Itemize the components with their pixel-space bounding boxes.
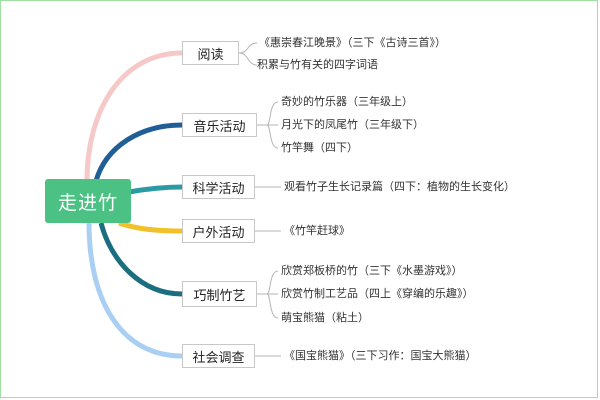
leaf-connector	[266, 270, 279, 295]
branch-curve-science	[128, 184, 183, 195]
leaf-outdoor-1[interactable]: 《竹竿赶球》	[284, 224, 350, 237]
leaf-craft-1[interactable]: 欣赏郑板桥的竹（三下《水墨游戏》）	[281, 264, 463, 277]
leaf-connector	[238, 42, 258, 54]
leaf-connector	[266, 101, 279, 126]
root-node[interactable]: 走进竹	[45, 179, 131, 223]
leaf-craft-2[interactable]: 欣赏竹制工艺品（四上《穿编的乐趣》）	[281, 287, 474, 300]
leaf-connector	[266, 293, 279, 319]
branch-node-survey[interactable]: 社会调查	[182, 344, 255, 368]
leaf-survey-1[interactable]: 《国宝熊猫》（三下习作：国宝大熊猫）	[284, 349, 477, 362]
branch-curve-outdoor	[118, 220, 183, 234]
leaf-science-1[interactable]: 观看竹子生长记录篇（四下：植物的生长变化）	[284, 180, 515, 193]
leaf-reading-1[interactable]: 《惠崇春江晚景》（三下《古诗三首》）	[259, 36, 446, 49]
branch-node-craft[interactable]: 巧制竹艺	[182, 281, 257, 307]
leaf-connector	[266, 124, 279, 149]
branch-curve-survey	[86, 222, 183, 359]
leaf-music-3[interactable]: 竹竿舞（四下）	[281, 141, 358, 154]
branch-node-science[interactable]: 科学活动	[182, 175, 255, 199]
branch-node-reading[interactable]: 阅读	[182, 41, 239, 65]
branch-curve-reading	[84, 50, 183, 182]
leaf-reading-2[interactable]: 积累与竹有关的四字词语	[257, 58, 378, 71]
branch-node-outdoor[interactable]: 户外活动	[182, 219, 255, 243]
leaf-craft-3[interactable]: 萌宝熊猫（粘土）	[281, 311, 369, 324]
leaf-connector	[238, 52, 258, 66]
branch-curve-music	[93, 122, 183, 182]
leaf-music-2[interactable]: 月光下的凤尾竹（三年级下）	[281, 118, 424, 131]
branch-node-music[interactable]: 音乐活动	[182, 113, 257, 137]
branch-curve-craft	[98, 222, 183, 297]
leaf-music-1[interactable]: 奇妙的竹乐器（三年级上）	[281, 95, 413, 108]
